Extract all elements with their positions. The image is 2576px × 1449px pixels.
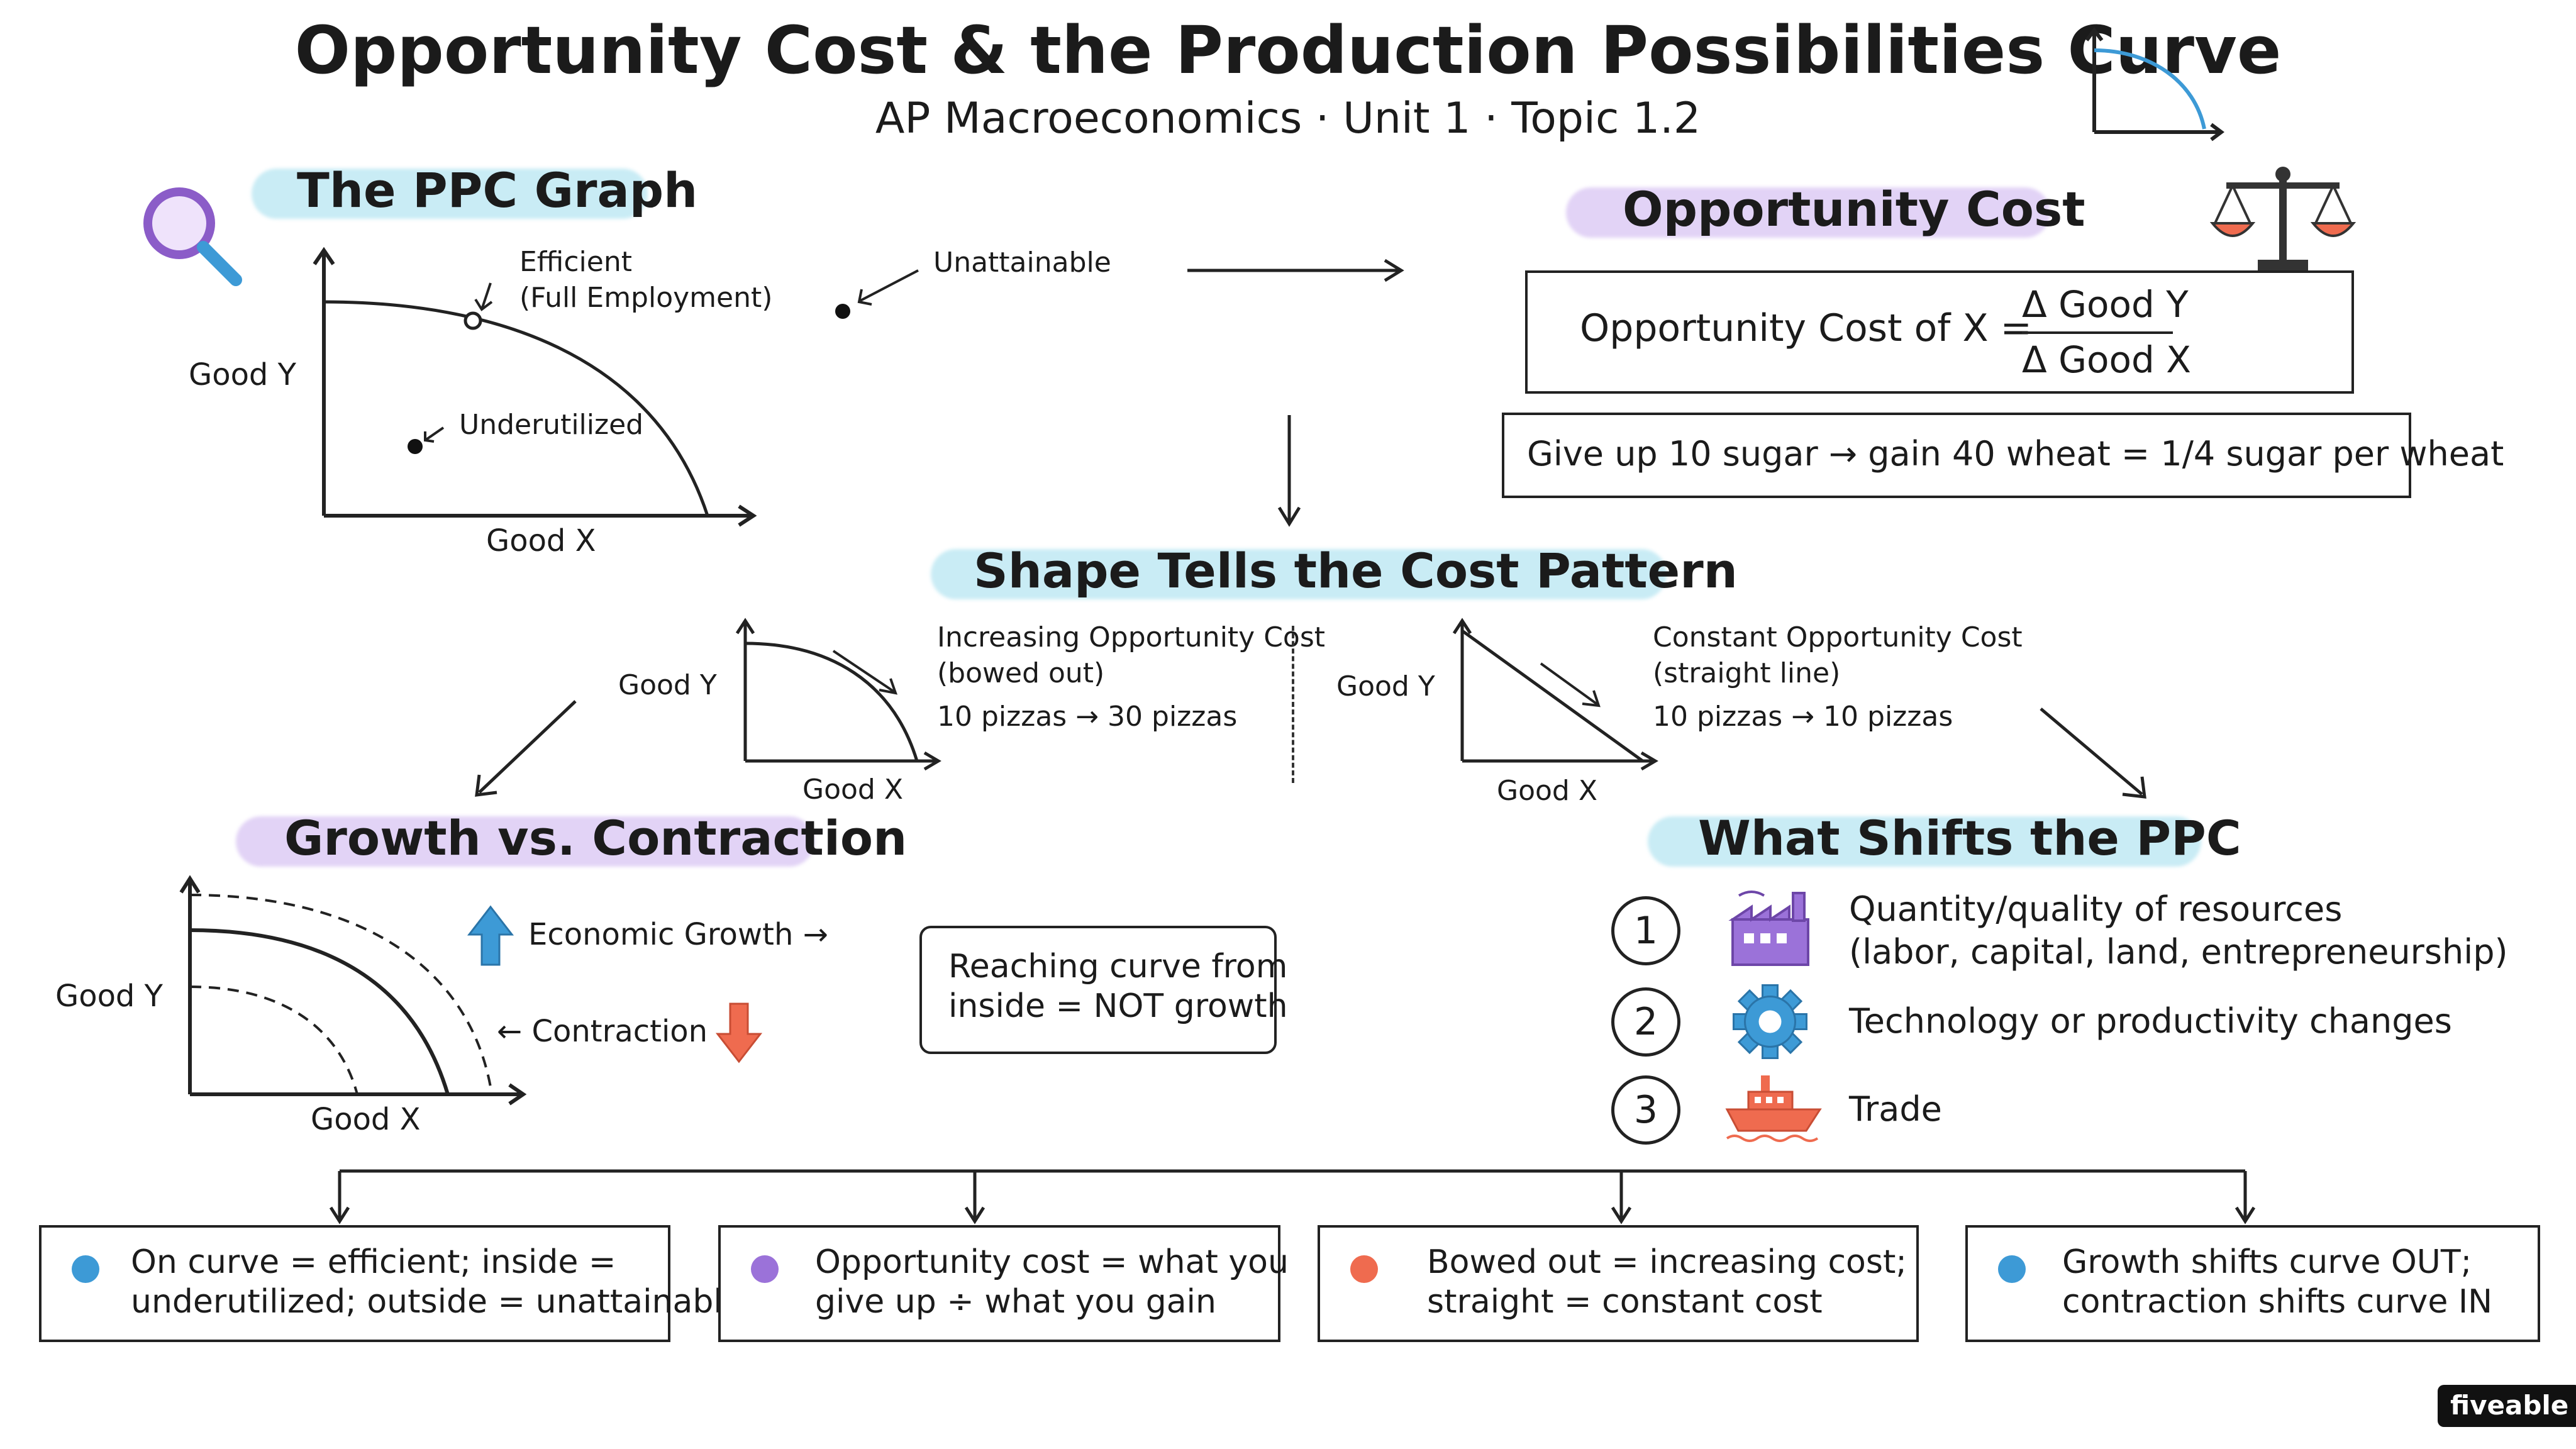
fraction-bar — [2022, 331, 2173, 334]
straight-x-label: Good X — [1497, 775, 1597, 807]
summary-card-3: Bowed out = increasing cost; straight = … — [1318, 1225, 1919, 1342]
shift-text-2: Technology or productivity changes — [1849, 1001, 2452, 1041]
shift-text-1: Quantity/quality of resources (labor, ca… — [1849, 889, 2508, 972]
bowed-x-label: Good X — [802, 774, 903, 806]
summary-dot-1 — [72, 1255, 99, 1283]
opportunity-cost-formula — [1525, 270, 2354, 394]
efficient-label: Efficient (Full Employment) — [519, 246, 773, 314]
underutilized-label: Underutilized — [459, 409, 644, 441]
ship-icon — [1725, 1075, 1822, 1142]
shifts-heading: What Shifts the PPC — [1648, 805, 2241, 874]
gear-icon — [1733, 984, 1807, 1059]
growth-label: Economic Growth → — [528, 917, 828, 952]
summary-card-4: Growth shifts curve OUT; contraction shi… — [1965, 1225, 2540, 1342]
magnifier-icon — [143, 187, 242, 286]
formula-denominator: Δ Good X — [2022, 338, 2192, 381]
summary-bracket — [329, 1169, 2256, 1224]
opportunity-cost-example: Give up 10 sugar → gain 40 wheat = 1/4 s… — [1527, 434, 2504, 474]
scale-icon — [2209, 167, 2357, 272]
bowed-out-graph — [735, 618, 941, 771]
growth-note: Reaching curve from inside = NOT growth — [948, 948, 1288, 1026]
growth-contraction-graph — [179, 875, 527, 1106]
opportunity-cost-heading: Opportunity Cost — [1566, 176, 2085, 245]
straight-text: Constant Opportunity Cost (straight line… — [1653, 621, 2023, 733]
page-subtitle: AP Macroeconomics · Unit 1 · Topic 1.2 — [875, 94, 1701, 143]
growth-y-label: Good Y — [55, 979, 163, 1014]
unattainable-point — [835, 269, 919, 319]
ppc-heading: The PPC Graph — [252, 157, 697, 226]
shift-number-2: 2 — [1611, 987, 1680, 1057]
arrow-down-connector — [1277, 415, 1301, 527]
growth-x-label: Good X — [311, 1102, 421, 1137]
straight-y-label: Good Y — [1336, 670, 1435, 702]
ppc-y-label: Good Y — [189, 357, 296, 392]
opportunity-cost-example-box — [1502, 413, 2411, 498]
summary-dot-4 — [1998, 1255, 2026, 1283]
shape-heading: Shape Tells the Cost Pattern — [931, 538, 1738, 607]
shift-number-1: 1 — [1611, 896, 1680, 965]
shift-number-3: 3 — [1611, 1075, 1680, 1145]
fiveable-logo: fiveable — [2438, 1385, 2576, 1427]
summary-dot-2 — [751, 1255, 779, 1283]
growth-note-box — [919, 926, 1277, 1054]
unattainable-label: Unattainable — [933, 247, 1111, 279]
factory-icon — [1728, 891, 1809, 966]
summary-card-1: On curve = efficient; inside = underutil… — [39, 1225, 743, 1342]
shift-text-3: Trade — [1849, 1089, 1942, 1129]
bowed-text: Increasing Opportunity Cost (bowed out) … — [937, 621, 1326, 733]
formula-numerator: Δ Good Y — [2022, 283, 2189, 326]
formula-lhs: Opportunity Cost of X = — [1580, 306, 2032, 350]
contraction-label: ← Contraction — [497, 1014, 708, 1049]
summary-dot-3 — [1350, 1255, 1378, 1283]
straight-line-graph — [1452, 618, 1658, 771]
bowed-y-label: Good Y — [618, 669, 717, 701]
arrow-down-left-connector — [475, 700, 577, 797]
ppc-graph — [313, 247, 757, 527]
arrow-right-connector — [1187, 258, 1404, 282]
shape-divider — [1292, 626, 1294, 783]
page-title: Opportunity Cost & the Production Possib… — [294, 12, 2282, 89]
summary-card-2: Opportunity cost = what you give up ÷ wh… — [718, 1225, 1289, 1342]
down-arrow-icon — [715, 1002, 763, 1063]
up-arrow-icon — [467, 905, 514, 966]
ppc-curve-icon — [2085, 27, 2224, 142]
growth-heading: Growth vs. Contraction — [236, 805, 907, 874]
arrow-down-right-connector — [2040, 708, 2146, 799]
ppc-x-label: Good X — [486, 523, 596, 558]
